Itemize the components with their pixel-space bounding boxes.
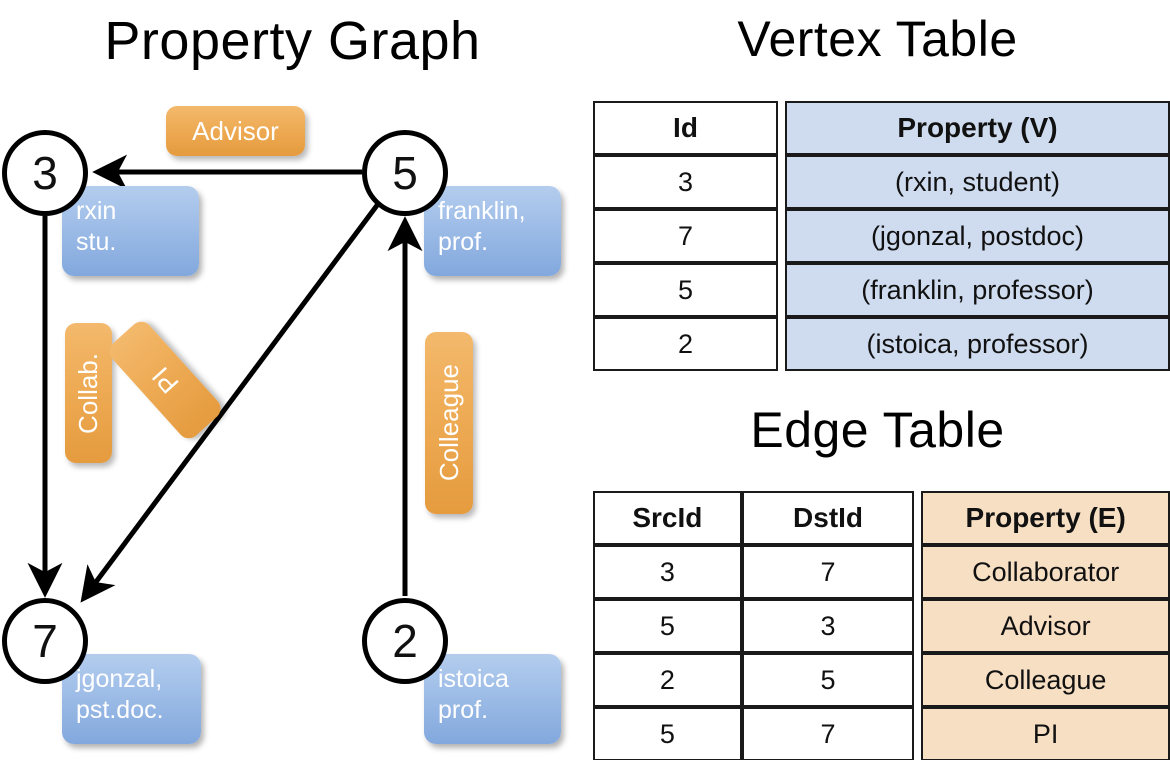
vertex-row-3-property: (istoica, professor) xyxy=(785,317,1170,371)
edge-label-pi-text: PI xyxy=(145,361,184,400)
graph-node-3: 3 xyxy=(2,130,88,216)
vertex-callout-7: jgonzal, pst.doc. xyxy=(62,654,201,744)
edge-row-2-dst: 5 xyxy=(741,653,915,707)
edge-row-3-dst: 7 xyxy=(741,707,915,760)
edge-row-2-src: 2 xyxy=(593,653,742,707)
table-header-row: SrcId DstId Property (E) xyxy=(593,491,1170,545)
page-title-vertex-table: Vertex Table xyxy=(737,11,1018,67)
column-gap xyxy=(778,155,785,209)
edge-table: SrcId DstId Property (E) 3 7 Collaborato… xyxy=(593,491,1170,760)
graph-node-7: 7 xyxy=(2,598,88,684)
edge-label-collab-text: Collab. xyxy=(73,352,103,434)
table-row: 3 (rxin, student) xyxy=(593,155,1170,209)
vertex-row-2-property: (franklin, professor) xyxy=(785,263,1170,317)
vertex-table-header-id: Id xyxy=(593,101,778,155)
column-gap xyxy=(778,209,785,263)
edge-row-3-src: 5 xyxy=(593,707,742,760)
edge-label-advisor-text: Advisor xyxy=(192,115,279,146)
edge-table-header-property: Property (E) xyxy=(921,491,1170,545)
edge-row-0-dst: 7 xyxy=(741,545,915,599)
edge-label-colleague: Colleague xyxy=(425,332,473,514)
vertex-row-1-property: (jgonzal, postdoc) xyxy=(785,209,1170,263)
edge-label-collab: Collab. xyxy=(65,323,112,463)
column-gap xyxy=(778,101,785,155)
column-gap xyxy=(778,263,785,317)
column-gap xyxy=(914,491,921,545)
property-graph-diagram: Advisor Collab. PI Colleague rxin stu. f… xyxy=(2,106,561,744)
graph-node-2: 2 xyxy=(362,598,448,684)
edge-label-advisor: Advisor xyxy=(166,106,305,156)
column-gap xyxy=(778,317,785,371)
graph-edge-arrows xyxy=(27,154,423,603)
table-row: 2 5 Colleague xyxy=(593,653,1170,707)
vertex-callout-5: franklin, prof. xyxy=(424,186,561,276)
edge-table-header-dstid: DstId xyxy=(741,491,915,545)
table-row: 3 7 Collaborator xyxy=(593,545,1170,599)
table-row: 5 7 PI xyxy=(593,707,1170,760)
page-title-property-graph: Property Graph xyxy=(104,11,481,71)
table-row: 7 (jgonzal, postdoc) xyxy=(593,209,1170,263)
column-gap xyxy=(914,653,921,707)
table-row: 5 3 Advisor xyxy=(593,599,1170,653)
vertex-row-3-id: 2 xyxy=(593,317,778,371)
edge-row-0-property: Collaborator xyxy=(921,545,1170,599)
vertex-row-0-property: (rxin, student) xyxy=(785,155,1170,209)
edge-row-0-src: 3 xyxy=(593,545,742,599)
page-title-edge-table: Edge Table xyxy=(750,402,1005,458)
table-header-row: Id Property (V) xyxy=(593,101,1170,155)
vertex-callout-3: rxin stu. xyxy=(62,186,199,276)
table-row: 2 (istoica, professor) xyxy=(593,317,1170,371)
edge-row-1-property: Advisor xyxy=(921,599,1170,653)
edge-row-3-property: PI xyxy=(921,707,1170,760)
vertex-row-2-id: 5 xyxy=(593,263,778,317)
vertex-table: Id Property (V) 3 (rxin, student) 7 (jgo… xyxy=(593,101,1170,371)
edge-arrow-pi xyxy=(80,202,381,603)
column-gap xyxy=(914,707,921,760)
column-gap xyxy=(914,545,921,599)
graph-node-5: 5 xyxy=(362,130,448,216)
edge-row-1-dst: 3 xyxy=(741,599,915,653)
edge-row-2-property: Colleague xyxy=(921,653,1170,707)
vertex-callout-2: istoica prof. xyxy=(424,654,561,744)
vertex-row-1-id: 7 xyxy=(593,209,778,263)
vertex-table-header-property: Property (V) xyxy=(785,101,1170,155)
edge-row-1-src: 5 xyxy=(593,599,742,653)
edge-table-header-srcid: SrcId xyxy=(593,491,742,545)
edge-label-colleague-text: Colleague xyxy=(433,364,464,482)
vertex-row-0-id: 3 xyxy=(593,155,778,209)
table-row: 5 (franklin, professor) xyxy=(593,263,1170,317)
column-gap xyxy=(914,599,921,653)
